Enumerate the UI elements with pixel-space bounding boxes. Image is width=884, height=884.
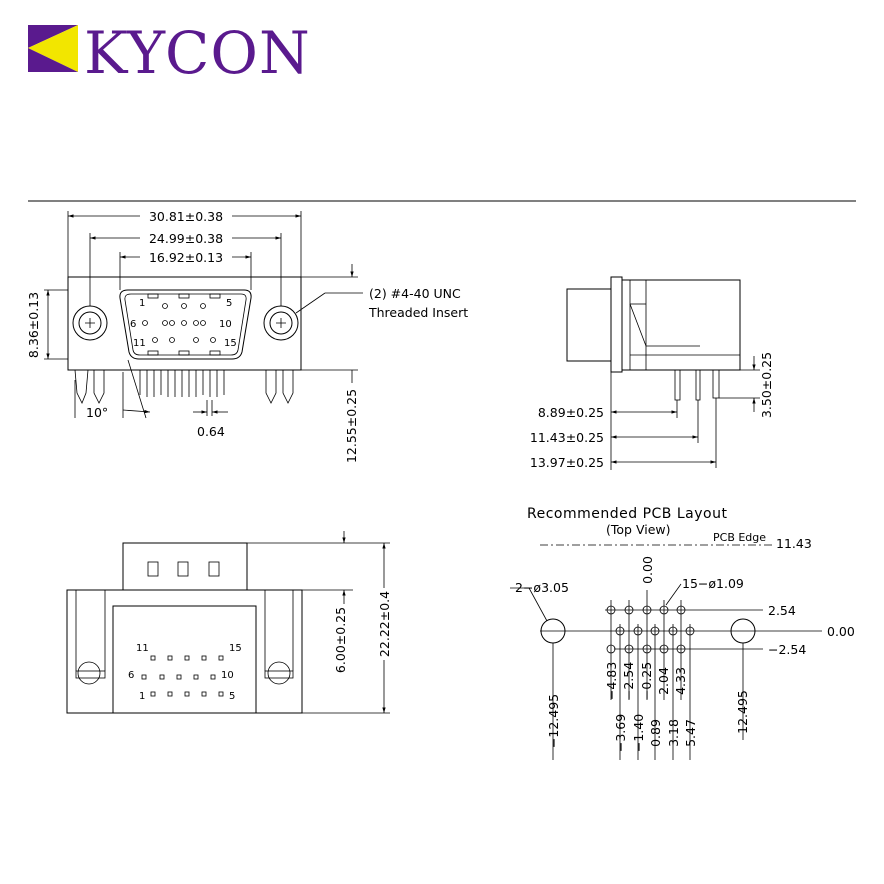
front-pin-label-11: 11 bbox=[133, 338, 146, 349]
d-shell-inner bbox=[124, 293, 247, 356]
front-pin-label-10: 10 bbox=[219, 319, 232, 330]
pcb-x-lower-3: 0.89 bbox=[648, 719, 663, 747]
pcb-x-upper-5: 4.33 bbox=[673, 667, 688, 695]
pcb-y-zero: 0.00 bbox=[827, 624, 855, 639]
pcb-x-zero: 0.00 bbox=[640, 556, 655, 584]
bottom-insert bbox=[112, 605, 257, 714]
bottom-pin-label-11: 11 bbox=[136, 643, 149, 654]
bottom-shell-nose bbox=[122, 542, 248, 591]
bottom-pin-label-10: 10 bbox=[221, 670, 234, 681]
pcb-x-upper-4: 2.04 bbox=[656, 667, 671, 695]
pcb-x-upper-1: −4.83 bbox=[604, 662, 619, 700]
side-flange bbox=[610, 276, 623, 373]
front-view: 1 5 6 10 11 15 30.81±0.38 24.99±0.38 16 bbox=[26, 208, 468, 463]
callout-insert-line2: Threaded Insert bbox=[368, 305, 468, 320]
pcb-x-lower-4: 3.18 bbox=[666, 719, 681, 747]
dim-pin-width: 0.64 bbox=[197, 424, 225, 439]
pcb-pin-callout: 15−ø1.09 bbox=[682, 576, 744, 591]
pcb-layout: Recommended PCB Layout (Top View) PCB Ed… bbox=[510, 506, 855, 760]
bottom-pin-label-6: 6 bbox=[128, 670, 134, 681]
pcb-x-lower-5: 5.47 bbox=[683, 719, 698, 747]
front-pin-label-5: 5 bbox=[226, 298, 232, 309]
dim-bottom-overall: 22.22±0.4 bbox=[377, 591, 392, 657]
front-pin-label-6: 6 bbox=[130, 319, 136, 330]
dim-side-a: 8.89±0.25 bbox=[538, 405, 604, 420]
bottom-pin-label-1: 1 bbox=[139, 691, 145, 702]
callout-insert-line1: (2) #4-40 UNC bbox=[369, 286, 461, 301]
dim-side-b: 11.43±0.25 bbox=[530, 430, 604, 445]
front-pin-label-15: 15 bbox=[224, 338, 237, 349]
front-tails bbox=[74, 369, 294, 404]
side-shell-nose bbox=[566, 288, 612, 362]
pcb-subtitle: (Top View) bbox=[606, 522, 670, 537]
dim-bottom-shell: 6.00±0.25 bbox=[333, 607, 348, 673]
dim-side-c: 13.97±0.25 bbox=[530, 455, 604, 470]
pcb-x-upper-2: −2.54 bbox=[621, 662, 636, 700]
pcb-x-right-mount: 12.495 bbox=[735, 690, 750, 734]
pcb-x-lower-1: −3.69 bbox=[613, 714, 628, 752]
front-pin-label-1: 1 bbox=[139, 298, 145, 309]
bottom-view: 11 15 6 10 1 5 6.00±0.25 22.22±0.4 bbox=[66, 531, 392, 714]
pcb-x-upper-3: −0.25 bbox=[639, 662, 654, 700]
d-shell-outer bbox=[119, 289, 252, 360]
pcb-mount-callout: 2−ø3.05 bbox=[515, 580, 569, 595]
kycon-logo: KYCON bbox=[28, 19, 311, 87]
bottom-body bbox=[66, 589, 303, 714]
logo-triangle-yellow bbox=[28, 25, 78, 72]
side-view: 3.50±0.25 8.89±0.25 11.43±0.25 13.97±0.2… bbox=[530, 276, 774, 470]
front-contacts bbox=[142, 293, 221, 356]
logo-wordmark: KYCON bbox=[84, 19, 311, 87]
bottom-pin-label-5: 5 bbox=[229, 691, 235, 702]
logo-triangle-bottom bbox=[28, 48, 78, 72]
pcb-x-lower-2: −1.40 bbox=[631, 714, 646, 752]
dim-shell-width: 16.92±0.13 bbox=[149, 250, 223, 265]
bottom-contacts bbox=[141, 655, 224, 697]
pcb-title: Recommended PCB Layout bbox=[527, 506, 727, 522]
pcb-y-top: 2.54 bbox=[768, 603, 796, 618]
pcb-y-bottom: −2.54 bbox=[768, 642, 806, 657]
pcb-edge-label: PCB Edge bbox=[713, 531, 766, 544]
side-body bbox=[621, 279, 741, 371]
dim-angle: 10° bbox=[86, 405, 108, 420]
pcb-x-left-mount: −12.495 bbox=[546, 694, 561, 748]
dim-mount-holes: 24.99±0.38 bbox=[149, 231, 223, 246]
mount-hole-left-inner bbox=[78, 311, 102, 335]
dim-front-height: 8.36±0.13 bbox=[26, 292, 41, 358]
dim-overall-width: 30.81±0.38 bbox=[149, 209, 223, 224]
front-flange bbox=[67, 276, 302, 371]
bottom-pin-label-15: 15 bbox=[229, 643, 242, 654]
dim-front-depth: 12.55±0.25 bbox=[344, 389, 359, 463]
dim-tail-length: 3.50±0.25 bbox=[759, 352, 774, 418]
mount-hole-right-inner bbox=[269, 311, 293, 335]
pcb-edge-value: 11.43 bbox=[776, 536, 812, 551]
